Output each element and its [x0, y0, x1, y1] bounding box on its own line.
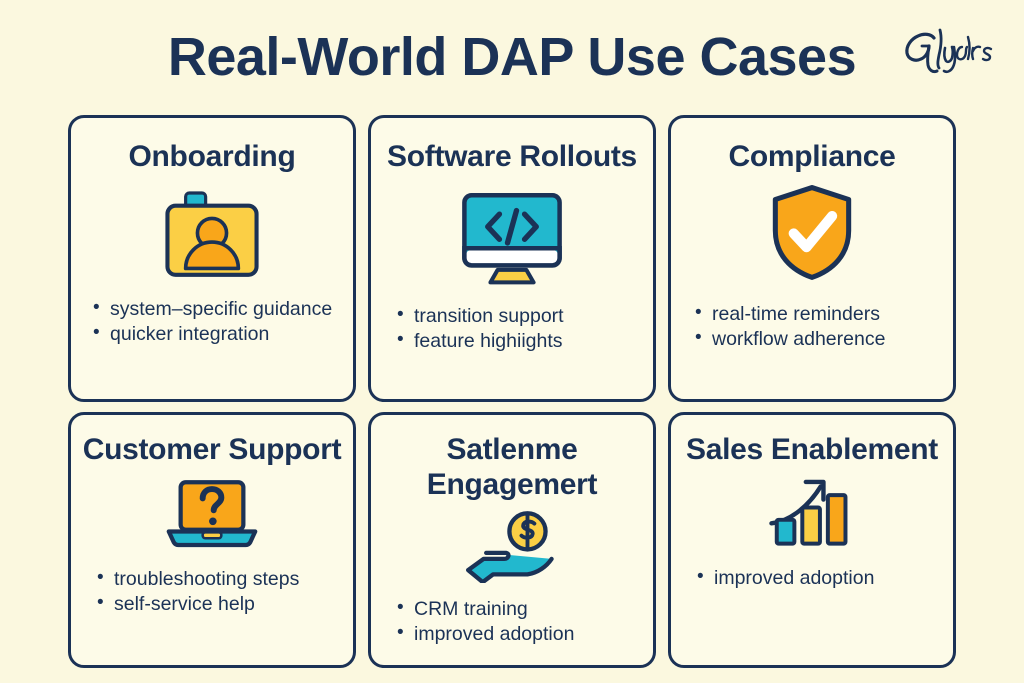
card-bullet-list: system–specific guidance quicker integra…	[71, 296, 353, 348]
brand-logo	[900, 24, 1004, 76]
list-item: real-time reminders	[695, 301, 953, 327]
page-header: Real-World DAP Use Cases	[0, 0, 1024, 112]
hand-coin-icon	[371, 509, 653, 583]
card-bullet-list: improved adoption	[671, 565, 953, 591]
card-bullet-list: CRM training improved adoption	[371, 596, 653, 648]
list-item: improved adoption	[397, 621, 653, 647]
card-satisfaction-engagement[interactable]: Satlenme Engagemert CRM training improve…	[368, 412, 656, 668]
laptop-question-icon	[71, 478, 353, 551]
card-title: Customer Support	[82, 433, 342, 466]
card-title: Software Rollouts	[387, 140, 637, 173]
list-item: workflow adherence	[695, 326, 953, 352]
card-software-rollouts[interactable]: Software Rollouts transition support fea…	[368, 115, 656, 402]
card-title: Sales Enablement	[686, 433, 938, 466]
list-item: troubleshooting steps	[97, 566, 353, 592]
card-compliance[interactable]: Compliance real-time reminders workflow …	[668, 115, 956, 402]
card-bullet-list: real-time reminders workflow adherence	[671, 301, 953, 353]
card-bullet-list: troubleshooting steps self-service help	[71, 566, 353, 618]
card-title: Satlenme Engagemert	[426, 433, 598, 501]
list-item: transition support	[397, 303, 653, 329]
list-item: CRM training	[397, 596, 653, 622]
shield-check-icon	[671, 183, 953, 282]
card-sales-enablement[interactable]: Sales Enablement improved adoption	[668, 412, 956, 668]
card-title: Onboarding	[128, 140, 296, 173]
list-item: quicker integration	[93, 321, 353, 347]
code-monitor-icon	[371, 189, 653, 286]
page-title: Real-World DAP Use Cases	[167, 27, 857, 87]
card-title: Compliance	[728, 140, 896, 173]
card-customer-support[interactable]: Customer Support troubleshooting steps s…	[68, 412, 356, 668]
card-onboarding[interactable]: Onboarding system–specific guidance quic…	[68, 115, 356, 402]
list-item: feature highiights	[397, 328, 653, 354]
list-item: self-service help	[97, 591, 353, 617]
card-bullet-list: transition support feature highiights	[371, 303, 653, 355]
use-case-card-grid: Onboarding system–specific guidance quic…	[68, 115, 958, 668]
list-item: improved adoption	[697, 565, 953, 591]
growth-bar-chart-icon	[671, 474, 953, 548]
list-item: system–specific guidance	[93, 296, 353, 322]
id-badge-icon	[71, 183, 353, 283]
